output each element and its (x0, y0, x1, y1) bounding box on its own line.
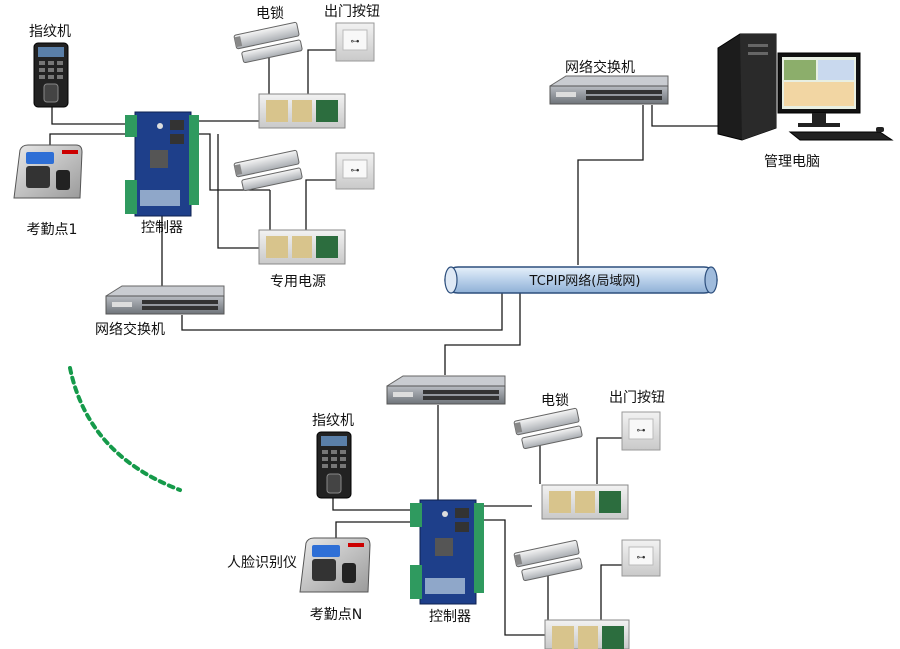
svg-text:⊶: ⊶ (351, 37, 360, 47)
power-supply-icon (544, 619, 630, 649)
controller-1-label: 控制器 (141, 220, 183, 236)
network-switch-1-label: 网络交换机 (95, 321, 165, 338)
controller-board-icon (410, 499, 484, 605)
electric-lock-1-label: 电锁 (256, 6, 284, 22)
exit-button-icon: ⊶ (621, 539, 661, 577)
exit-button-icon: ⊶ (621, 411, 661, 451)
fingerprint-n-label: 指纹机 (312, 413, 354, 429)
attendance-n-label: 考勤点N (310, 607, 362, 623)
power-supply-label: 专用电源 (270, 274, 326, 290)
fingerprint-reader-icon (33, 42, 69, 108)
svg-text:⊶: ⊶ (637, 553, 646, 563)
keyboard-icon (788, 127, 894, 141)
network-switch-icon (549, 75, 669, 105)
electric-lock-icon (233, 21, 303, 64)
controller-n-label: 控制器 (429, 609, 471, 625)
exit-button-n-label: 出门按钮 (609, 390, 665, 406)
management-pc-label: 管理电脑 (764, 154, 820, 170)
svg-text:⊶: ⊶ (637, 426, 646, 436)
face-recognition-label: 人脸识别仪 (227, 555, 297, 571)
attendance-1-label: 考勤点1 (27, 222, 78, 238)
tcpip-network-pipe: TCPIP网络(局域网) (444, 266, 718, 294)
electric-lock-n-label: 电锁 (541, 393, 569, 409)
network-switch-top-label: 网络交换机 (565, 59, 635, 76)
power-supply-icon (541, 484, 629, 520)
monitor-icon (777, 52, 861, 127)
tcpip-network-label: TCPIP网络(局域网) (529, 273, 641, 289)
electric-lock-icon (233, 149, 303, 192)
power-supply-icon (258, 229, 346, 265)
computer-icon (717, 33, 777, 141)
network-switch-icon (105, 285, 225, 315)
continuation-dotted-arc (68, 366, 182, 492)
fingerprint-1-label: 指纹机 (29, 24, 71, 40)
network-switch-icon (386, 375, 506, 405)
svg-text:⊶: ⊶ (351, 166, 360, 176)
face-reader-icon (299, 537, 371, 593)
face-reader-icon (13, 144, 83, 199)
electric-lock-icon (513, 539, 583, 582)
power-supply-icon (258, 93, 346, 129)
electric-lock-icon (513, 407, 583, 450)
exit-button-1-label: 出门按钮 (324, 4, 380, 20)
controller-board-icon (125, 111, 199, 217)
fingerprint-reader-icon (316, 431, 352, 499)
exit-button-icon: ⊶ (335, 22, 375, 62)
exit-button-icon: ⊶ (335, 152, 375, 190)
